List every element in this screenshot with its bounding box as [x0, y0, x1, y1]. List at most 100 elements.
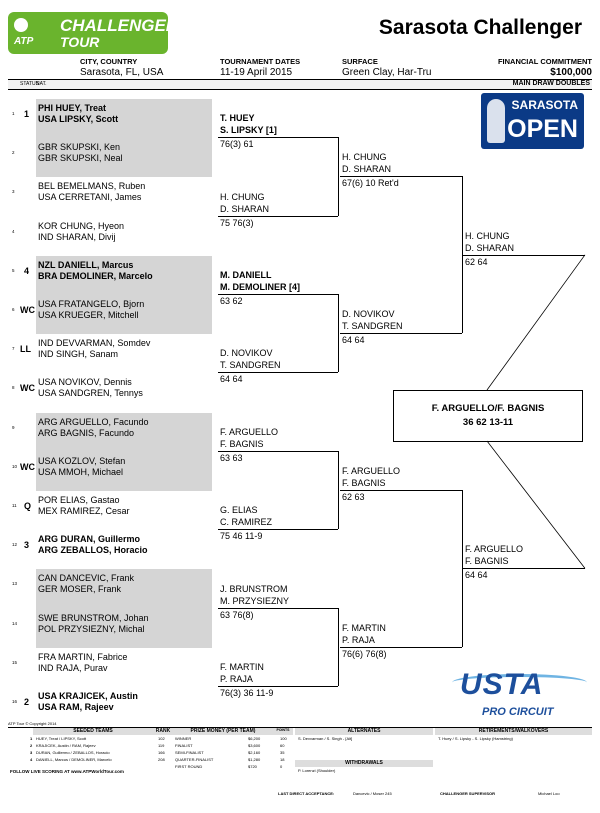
champion-box: F. ARGUELLO/F. BAGNIS 36 62 13-11: [393, 390, 583, 442]
champion-score: 36 62 13-11: [462, 417, 514, 428]
bracket-connector: [462, 490, 463, 647]
seed-number: 3: [30, 750, 33, 755]
player-name: ARG DURAN, Guillermo: [38, 534, 141, 545]
player-name: NZL DANIELL, Marcus: [38, 259, 134, 270]
draw-row-shade: [36, 451, 212, 491]
player-name: GBR SKUPSKI, Ken: [38, 142, 121, 153]
player-name: USA NOVIKOV, Dennis: [38, 377, 132, 388]
round2-score: 63 76(8): [220, 609, 254, 620]
seed-label: 4: [24, 265, 30, 276]
draw-line-number: 5: [12, 267, 15, 273]
player-name: SWE BRUNSTROM, Johan: [38, 612, 149, 623]
seed-rank: 166: [158, 750, 165, 755]
prize-points: 0: [280, 764, 283, 769]
column-header-bar: STATUS NAT. MAIN DRAW DOUBLES: [8, 79, 592, 90]
seed-label: 3: [24, 540, 30, 551]
draw-line-number: 16: [12, 699, 18, 704]
financial-label: FINANCIAL COMMITMENT: [497, 57, 592, 66]
quarterfinal-team: D. NOVIKOV: [342, 309, 395, 320]
draw-line-number: 2: [12, 150, 15, 156]
draw-line-number: 7: [12, 346, 15, 352]
retirements-header: RETIREMENTS/WALKOVERS: [435, 728, 592, 735]
withdrawals-header: WITHDRAWALS: [295, 760, 433, 767]
rank-header: RANK: [153, 728, 173, 735]
alternate-entry: S. Devvarman / S. Singh - [Alt]: [298, 736, 353, 741]
quarterfinal-score: 76(6) 76(8): [342, 648, 387, 659]
seed-label: 2: [24, 697, 30, 707]
prize-points: 60: [280, 743, 285, 748]
draw-line-number: 12: [12, 542, 18, 548]
draw-row-shade: [36, 99, 212, 139]
seeded-team-name: HUEY, Treat / LIPSKY, Scott: [36, 736, 87, 741]
status-header: STATUS: [20, 81, 39, 87]
quarterfinal-team: D. SHARAN: [342, 164, 392, 175]
round2-score: 75 46 11-9: [220, 531, 263, 542]
player-name: FRA MARTIN, Fabrice: [38, 651, 128, 662]
last-direct-label: LAST DIRECT ACCEPTANCE:: [278, 791, 335, 796]
draw-line-number: 3: [12, 189, 15, 195]
player-name: ARG BAGNIS, Facundo: [38, 427, 135, 438]
seed-label: Q: [24, 501, 32, 511]
round2-team: P. RAJA: [220, 674, 253, 684]
draw-line-number: 11: [12, 503, 17, 508]
sponsor-line1: SARASOTA: [511, 98, 578, 112]
seeded-team-name: KRAJICEK, Austin / RAM, Rajeev: [36, 743, 96, 748]
round2-team: H. CHUNG: [220, 191, 265, 202]
quarterfinal-team: H. CHUNG: [342, 152, 387, 163]
prize-round: FIRST ROUND: [175, 764, 203, 769]
player-name: KOR CHUNG, Hyeon: [38, 220, 125, 231]
player-name: IND RAJA, Purav: [38, 662, 108, 673]
draw-line-number: 9: [12, 424, 15, 430]
prize-points: 35: [280, 750, 285, 755]
quarterfinal-team: F. BAGNIS: [342, 478, 386, 488]
surface-value: Green Clay, Har-Tru: [342, 67, 432, 78]
draw-line-number: 6: [12, 307, 15, 312]
draw-row-shade: [36, 569, 212, 609]
page-title: Sarasota Challenger: [378, 16, 582, 39]
round2-team: F. BAGNIS: [220, 438, 264, 449]
prize-amount: $720: [248, 764, 257, 769]
withdrawal-entry: P. Lorenzi (Shoulder): [298, 768, 336, 773]
final-connector-line: [486, 254, 586, 391]
pro-circuit-text: PRO CIRCUIT: [482, 706, 554, 718]
bracket-line: [218, 137, 338, 139]
round2-team: F. MARTIN: [220, 662, 264, 672]
alternates-header: ALTERNATES: [295, 728, 433, 735]
bracket-connector: [338, 607, 339, 686]
seed-number: 2: [30, 743, 33, 748]
player-name: POR ELIAS, Gastao: [38, 495, 120, 505]
draw-line-number: 13: [12, 581, 18, 587]
seeded-teams-header: SEEDED TEAMS: [33, 728, 153, 735]
bracket-line: [218, 529, 338, 531]
dates-value: 11-19 April 2015: [220, 67, 293, 78]
bracket-line: [218, 294, 338, 295]
player-name: ARG ZEBALLOS, Horacio: [38, 545, 148, 556]
prize-money-header: PRIZE MONEY (PER TEAM): [173, 728, 273, 735]
prize-amount: $1,280: [248, 757, 261, 762]
player-name: USA KRUEGER, Mitchell: [38, 310, 139, 320]
seed-number: 1: [30, 736, 33, 741]
round2-score: 76(3) 36 11-9: [220, 688, 274, 698]
financial-value: $100,000: [550, 67, 592, 78]
sarasota-open-logo: SARASOTA OPEN: [481, 93, 584, 149]
player-name: BRA DEMOLINER, Marcelo: [38, 270, 153, 281]
city-value: Sarasota, FL, USA: [80, 67, 164, 78]
round2-team: D. NOVIKOV: [220, 348, 273, 359]
draw-line-number: 8: [12, 385, 15, 391]
player-name: PHI HUEY, Treat: [38, 103, 107, 113]
player-name: CAN DANCEVIC, Frank: [38, 573, 135, 584]
player-name: IND SHARAN, Divij: [38, 231, 116, 242]
seed-label: WC: [20, 305, 35, 315]
round2-team: M. DANIELL: [220, 270, 272, 280]
surface-label: SURFACE: [342, 57, 378, 66]
bracket-line: [340, 490, 462, 491]
semifinal-team: F. ARGUELLO: [465, 544, 524, 555]
bracket-line: [218, 215, 338, 217]
round2-score: 63 62: [220, 296, 243, 306]
player-name: USA KOZLOV, Stefan: [38, 455, 126, 466]
bracket-connector: [338, 450, 339, 530]
player-name: POL PRZYSIEZNY, Michal: [38, 623, 145, 634]
quarterfinal-score: 64 64: [342, 335, 365, 346]
player-name: BEL BEMELMANS, Ruben: [38, 181, 146, 192]
draw-row-shade: [36, 295, 212, 335]
